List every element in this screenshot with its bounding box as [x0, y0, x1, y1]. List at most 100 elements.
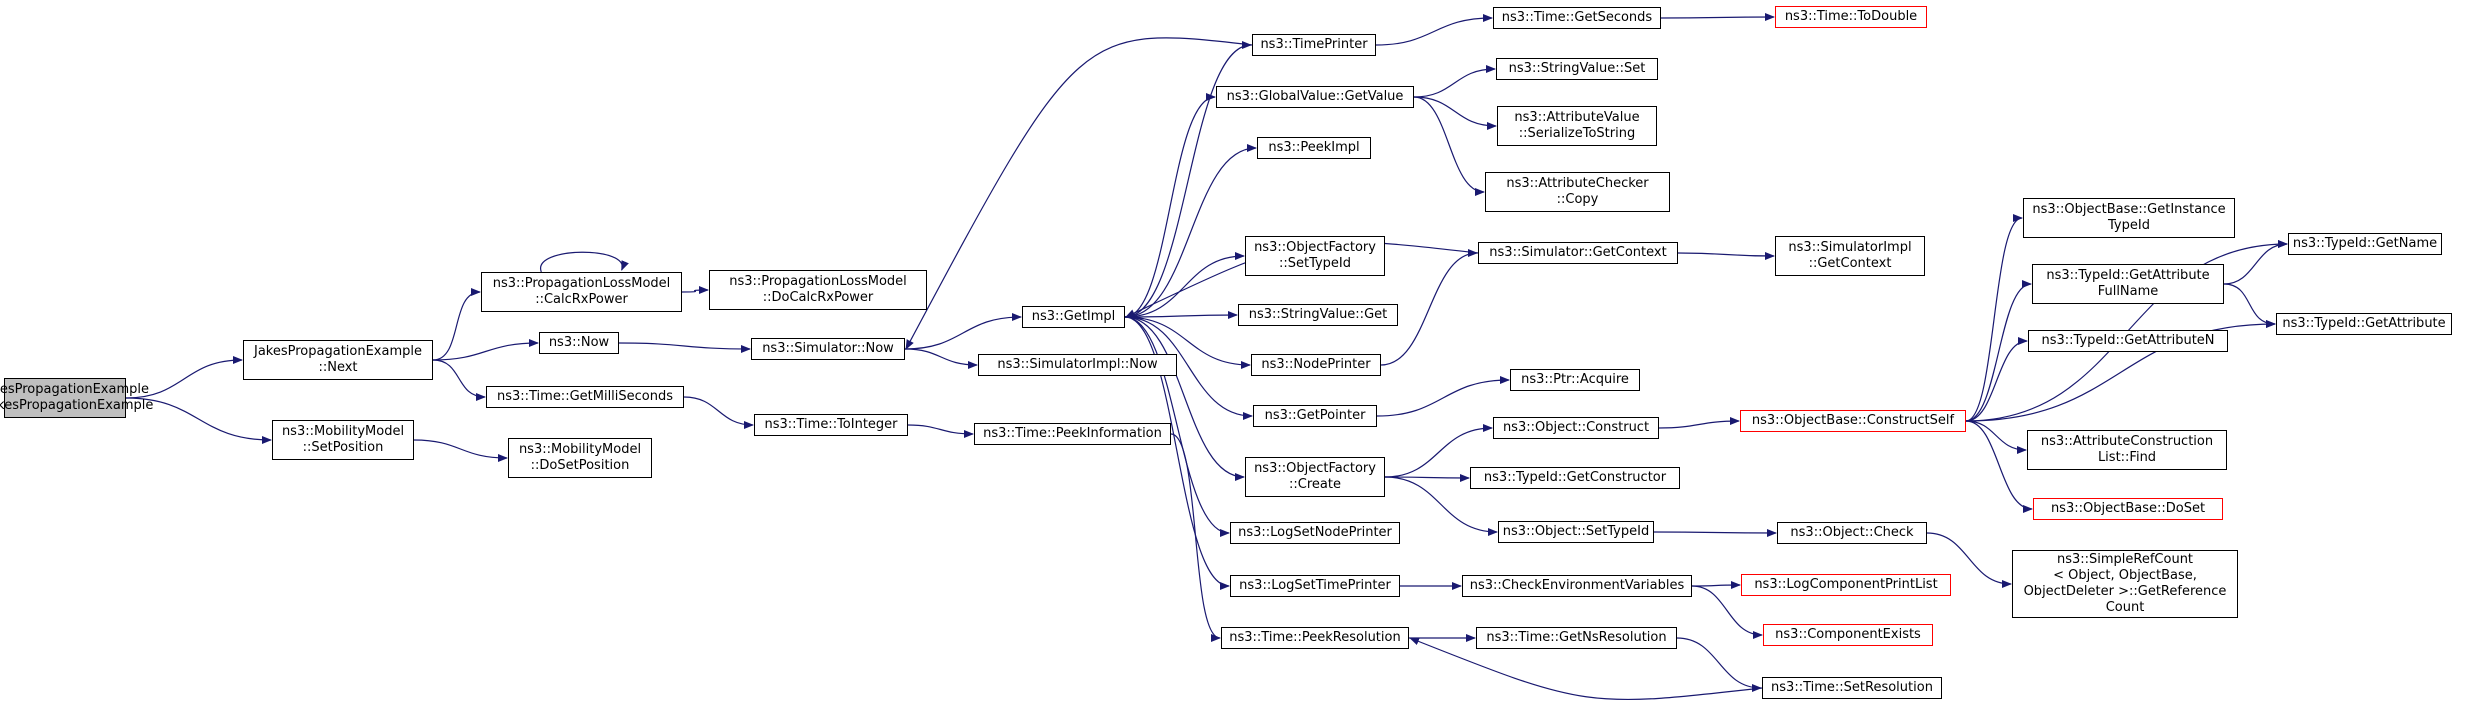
node-compexists[interactable]: ns3::ComponentExists [1763, 624, 1933, 646]
node-label: ::DoSetPosition [530, 458, 630, 473]
node-label: ns3::ObjectBase::DoSet [2050, 501, 2206, 516]
node-label: ns3::NodePrinter [1261, 357, 1371, 372]
edge-gv-getvalue-to-sv-set [1413, 65, 1496, 98]
node-label: ns3::LogComponentPrintList [1754, 577, 1938, 592]
node-label: ns3::TypeId::GetName [2292, 236, 2438, 251]
node-plm-docalc[interactable]: ns3::PropagationLossModel::DoCalcRxPower [709, 270, 927, 310]
node-tid-getctor[interactable]: ns3::TypeId::GetConstructor [1470, 467, 1680, 489]
node-obj-settypeid[interactable]: ns3::Object::SetTypeId [1498, 521, 1654, 543]
node-label: JakesPropagationExample [254, 344, 422, 359]
node-label: ns3::Time::GetNsResolution [1486, 630, 1667, 645]
edge-of-create-to-obj-construct [1384, 424, 1493, 478]
edge-checkenv-to-compexists [1691, 585, 1763, 639]
node-ac-copy[interactable]: ns3::AttributeChecker::Copy [1485, 172, 1670, 212]
edge-getseconds-to-todouble [1660, 13, 1775, 22]
node-logcomp[interactable]: ns3::LogComponentPrintList [1741, 574, 1951, 596]
node-label: < Object, ObjectBase, [2053, 568, 2197, 583]
node-toint[interactable]: ns3::Time::ToInteger [754, 414, 908, 436]
node-label: ns3::TypeId::GetAttributeN [2041, 333, 2215, 348]
node-peekinfo[interactable]: ns3::Time::PeekInformation [974, 423, 1171, 445]
node-srefcount[interactable]: ns3::SimpleRefCount< Object, ObjectBase,… [2012, 550, 2238, 618]
edge-getimpl-to-of-settypeid [1124, 252, 1245, 318]
node-of-create[interactable]: ns3::ObjectFactory::Create [1245, 457, 1385, 497]
node-getimpl[interactable]: ns3::GetImpl [1022, 306, 1125, 328]
node-label: ::SerializeToString [1518, 126, 1636, 141]
edge-getimpl-to-of-create [1124, 316, 1245, 481]
node-label: ns3::AttributeChecker [1506, 176, 1649, 191]
node-label: ns3::TimePrinter [1260, 37, 1368, 52]
node-obj-construct[interactable]: ns3::Object::Construct [1493, 417, 1659, 439]
edge-checkenv-to-logcomp [1691, 581, 1741, 590]
node-getpointer[interactable]: ns3::GetPointer [1253, 405, 1377, 427]
edge-obj-construct-to-ob-construct [1658, 417, 1740, 429]
node-root[interactable]: JakesPropagationExample::JakesPropagatio… [0, 378, 153, 418]
edge-root-to-next [125, 356, 243, 399]
node-mm-dosetpos[interactable]: ns3::MobilityModel::DoSetPosition [508, 438, 652, 478]
node-tid-getattrn[interactable]: ns3::TypeId::GetAttributeN [2028, 330, 2228, 352]
node-mm-setpos[interactable]: ns3::MobilityModel::SetPosition [272, 420, 414, 460]
edge-getimpl-to-nodeprinter [1124, 316, 1251, 369]
edge-nodeprinter-to-sim-getctx [1380, 249, 1478, 366]
node-peekres[interactable]: ns3::Time::PeekResolution [1221, 627, 1409, 649]
node-gv-getvalue[interactable]: ns3::GlobalValue::GetValue [1216, 86, 1414, 108]
node-getnsres[interactable]: ns3::Time::GetNsResolution [1476, 627, 1677, 649]
node-ob-doset[interactable]: ns3::ObjectBase::DoSet [2033, 498, 2223, 520]
edge-timeprinter-to-sim-now [905, 37, 1253, 350]
node-label: ::SetTypeId [1278, 256, 1352, 271]
node-label: ns3::GetPointer [1264, 408, 1366, 423]
node-label: ::CalcRxPower [535, 292, 628, 307]
node-timeprinter[interactable]: ns3::TimePrinter [1252, 34, 1376, 56]
node-getseconds[interactable]: ns3::Time::GetSeconds [1493, 7, 1661, 29]
edge-root-to-mm-setpos [125, 397, 272, 444]
edge-obj-settypeid-to-obj-check [1653, 528, 1777, 537]
edge-getimpl-to-gv-getvalue [1124, 93, 1216, 318]
node-of-settypeid[interactable]: ns3::ObjectFactory::SetTypeId [1245, 236, 1385, 276]
edge-getimpl-to-getpointer [1124, 316, 1253, 420]
node-sv-set[interactable]: ns3::StringValue::Set [1496, 58, 1658, 80]
node-getmilli[interactable]: ns3::Time::GetMilliSeconds [486, 386, 684, 408]
node-sim-now[interactable]: ns3::Simulator::Now [751, 338, 905, 360]
node-sim-getctx[interactable]: ns3::Simulator::GetContext [1478, 242, 1678, 264]
node-label: ns3::LogSetNodePrinter [1238, 525, 1392, 540]
node-todouble[interactable]: ns3::Time::ToDouble [1775, 6, 1927, 28]
node-nodeprinter[interactable]: ns3::NodePrinter [1251, 354, 1381, 376]
node-label: ns3::Now [548, 335, 610, 350]
edge-timeprinter-to-getseconds [1375, 14, 1493, 46]
node-logtimeprinter[interactable]: ns3::LogSetTimePrinter [1230, 575, 1400, 597]
edge-ob-construct-to-tid-getattrfull [1965, 280, 2032, 422]
node-tid-getattr[interactable]: ns3::TypeId::GetAttribute [2276, 313, 2452, 335]
node-tid-getname[interactable]: ns3::TypeId::GetName [2288, 233, 2442, 255]
node-label: ::Next [318, 360, 358, 375]
node-label: ns3::CheckEnvironmentVariables [1469, 578, 1685, 593]
node-lognodeprinter[interactable]: ns3::LogSetNodePrinter [1230, 522, 1400, 544]
node-sv-get[interactable]: ns3::StringValue::Get [1238, 304, 1398, 326]
node-peekimpl[interactable]: ns3::PeekImpl [1257, 137, 1371, 159]
node-label: ns3::Time::ToInteger [764, 417, 898, 432]
node-obj-check[interactable]: ns3::Object::Check [1777, 522, 1927, 544]
node-plm-calc[interactable]: ns3::PropagationLossModel::CalcRxPower [481, 272, 682, 312]
node-av-serialize[interactable]: ns3::AttributeValue::SerializeToString [1497, 106, 1657, 146]
node-simimpl-getctx[interactable]: ns3::SimulatorImpl::GetContext [1775, 236, 1925, 276]
node-label: ns3::Simulator::Now [762, 341, 894, 356]
node-ptr-acquire[interactable]: ns3::Ptr::Acquire [1510, 369, 1640, 391]
node-label: ns3::TypeId::GetConstructor [1483, 470, 1667, 485]
edge-mm-setpos-to-mm-dosetpos [413, 439, 508, 462]
node-setres[interactable]: ns3::Time::SetResolution [1762, 677, 1942, 699]
edge-next-to-plm-calc [432, 288, 481, 361]
node-simimpl-now[interactable]: ns3::SimulatorImpl::Now [978, 354, 1177, 376]
node-label: ::DoCalcRxPower [762, 290, 874, 305]
node-label: ns3::StringValue::Get [1248, 307, 1388, 322]
node-checkenv[interactable]: ns3::CheckEnvironmentVariables [1462, 575, 1692, 597]
node-label: ns3::PropagationLossModel [492, 276, 671, 291]
edge-getimpl-to-logtimeprinter [1124, 316, 1230, 590]
node-label: List::Find [2097, 450, 2157, 465]
edge-sim-now-to-simimpl-now [904, 348, 978, 369]
node-next[interactable]: JakesPropagationExample::Next [243, 340, 433, 380]
node-now[interactable]: ns3::Now [539, 332, 619, 354]
node-ob-construct[interactable]: ns3::ObjectBase::ConstructSelf [1740, 410, 1966, 432]
node-label: ::Copy [1556, 192, 1599, 207]
